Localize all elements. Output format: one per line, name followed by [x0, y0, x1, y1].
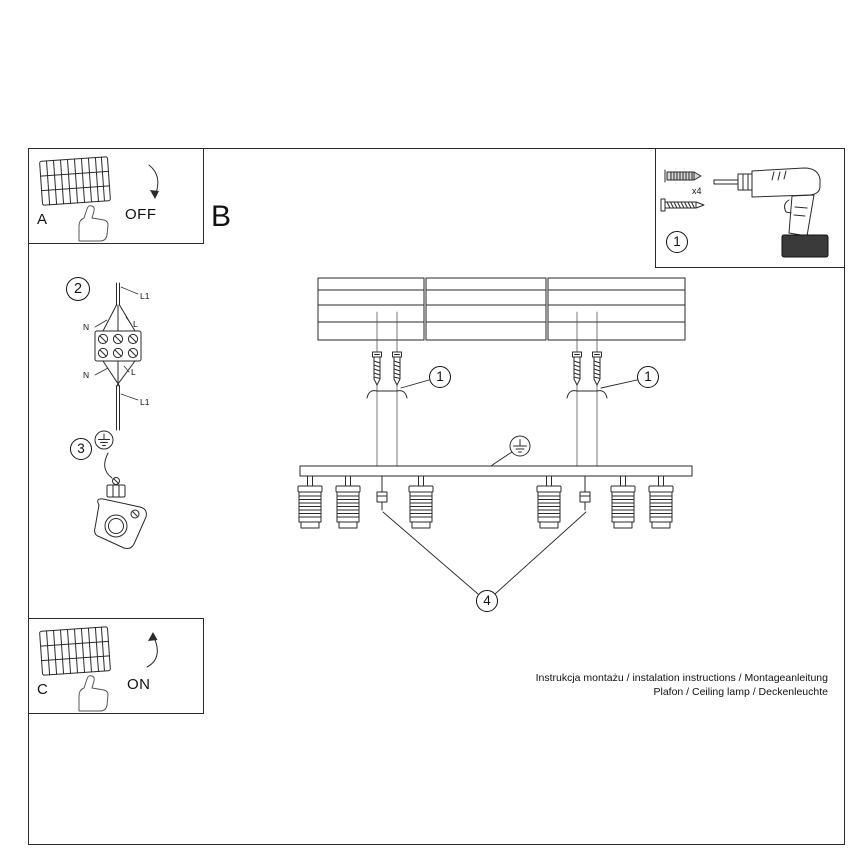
step-1-badge: 1 — [429, 366, 451, 388]
hand-icon — [78, 675, 109, 712]
arrow-up-icon — [146, 632, 158, 668]
mains-cable-bottom — [116, 385, 120, 431]
spotlight — [536, 475, 562, 529]
leader-step4-left — [382, 511, 479, 595]
footer-line-1: Instrukcja montażu / instalation instruc… — [535, 672, 828, 684]
step-1-badge: 1 — [666, 231, 688, 253]
power-on-illustration — [39, 626, 158, 712]
footer-text: Instrukcja montażu / instalation instruc… — [536, 671, 828, 699]
step-1-badge: 1 — [637, 366, 659, 388]
hardware-box: x4 — [655, 148, 845, 268]
lamp-bar — [299, 465, 693, 477]
terminal-block — [94, 330, 142, 362]
leader-l-bottom — [123, 365, 130, 373]
leader-step1-right — [600, 379, 638, 389]
cover-cap — [579, 475, 591, 511]
screw-instance — [572, 351, 582, 386]
power-off-box: A OFF — [28, 148, 204, 244]
assembly-diagram — [297, 277, 693, 595]
leader-step4-right — [494, 511, 587, 595]
label-n-top: N — [83, 322, 89, 332]
hardware-qty-label: x4 — [692, 186, 702, 196]
leader-n-bottom — [94, 367, 109, 376]
label-l1-top: L1 — [140, 291, 150, 301]
screw-icon — [660, 198, 705, 212]
breaker-panel — [39, 156, 111, 206]
screw-instance — [392, 351, 402, 386]
mounting-strap — [366, 390, 408, 399]
footer-line-2: Plafon / Ceiling lamp / Deckenleuchte — [653, 686, 828, 698]
spotlight — [610, 475, 636, 529]
step-2-badge: 2 — [66, 277, 90, 301]
power-off-label: OFF — [125, 206, 157, 223]
leader-step1-left — [400, 379, 430, 389]
section-b-label: B — [211, 200, 232, 233]
cover-cap — [376, 475, 388, 511]
spotlight — [297, 475, 323, 529]
earth-symbol-icon — [490, 435, 531, 467]
wiring-diagram: L1 N L N — [83, 282, 150, 431]
spotlight — [408, 475, 434, 529]
spotlight — [648, 475, 674, 529]
wall-plug-icon — [664, 169, 702, 183]
earth-wire — [490, 451, 513, 467]
wires-cross-top — [102, 304, 136, 332]
drill-icon — [713, 167, 829, 258]
mains-cable-top — [116, 282, 120, 306]
mounting-strap — [566, 390, 608, 399]
arrow-down-icon — [148, 164, 159, 199]
step-3-badge: 3 — [70, 438, 92, 460]
main-frame — [28, 148, 845, 845]
breaker-panel — [39, 626, 111, 676]
box-a-label: A — [37, 211, 48, 228]
earth-wire — [104, 452, 113, 479]
leader-l1-top — [120, 286, 139, 295]
screw-instance — [592, 351, 602, 386]
screw-instance — [372, 351, 382, 386]
power-on-label: ON — [127, 676, 151, 693]
hand-icon — [78, 205, 109, 242]
hardware-illustration: x4 — [660, 167, 829, 258]
label-l-bottom: L — [131, 367, 136, 377]
mounting-rail — [317, 277, 686, 341]
label-l-top: L — [133, 319, 138, 329]
cable-clamp — [106, 477, 126, 498]
label-n-bottom: N — [83, 370, 89, 380]
leader-n-top — [94, 319, 108, 328]
box-c-label: C — [37, 681, 48, 698]
power-off-illustration — [39, 156, 159, 242]
mounting-plate — [94, 498, 147, 549]
leader-l1-bottom — [120, 393, 139, 401]
label-l1-bottom: L1 — [140, 397, 150, 407]
center-lines — [376, 311, 598, 467]
step-4-badge: 4 — [476, 590, 498, 612]
wires-cross-bottom — [102, 360, 136, 387]
spotlight — [335, 475, 361, 529]
earthing-illustration — [94, 430, 147, 549]
earth-symbol-icon — [94, 430, 114, 450]
leader-l-top — [125, 316, 132, 325]
power-on-box: C ON — [28, 618, 204, 714]
